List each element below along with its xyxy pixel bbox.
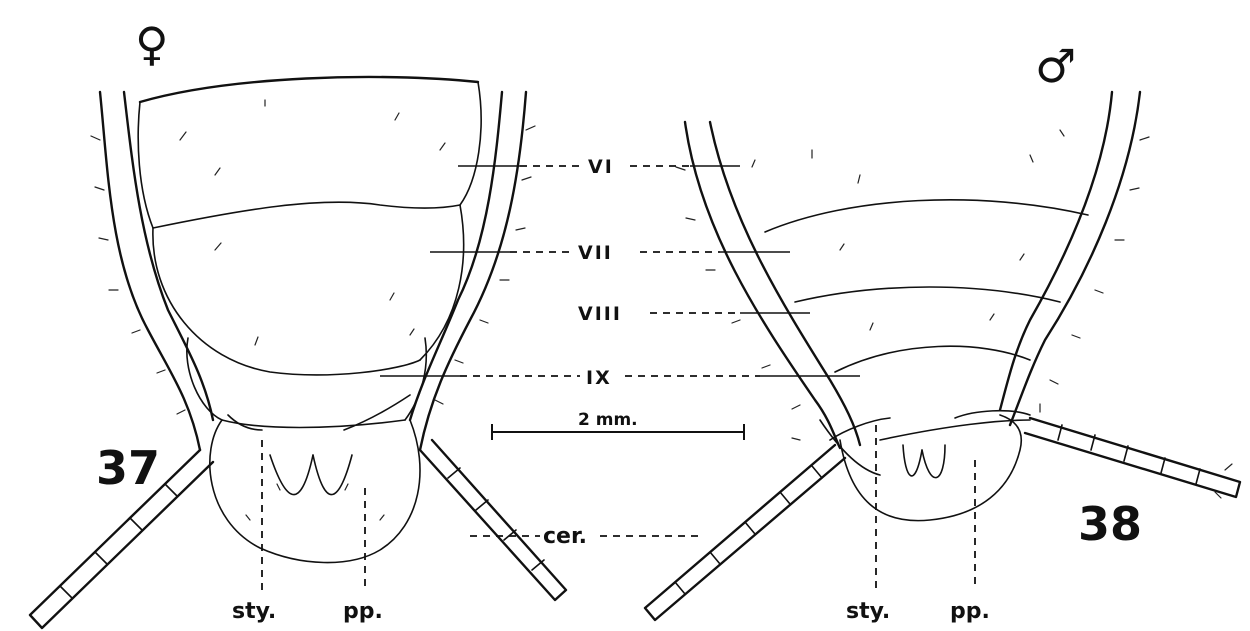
female-abdomen-drawing (30, 77, 566, 628)
female-symbol: ♀ (135, 17, 169, 71)
cercus-label: cer. (543, 524, 587, 549)
male-symbol: ♂ (1035, 39, 1076, 93)
segment-leaders (380, 166, 860, 376)
segment-label-vii: VII (578, 242, 613, 264)
figure-number-38: 38 (1078, 497, 1142, 551)
sty-label-right: sty. (846, 599, 890, 624)
segment-label-vi: VI (588, 156, 614, 178)
scale-bar-label: 2 mm. (578, 410, 638, 430)
sty-label-left: sty. (232, 599, 276, 624)
pp-label-left: pp. (343, 599, 383, 624)
male-abdomen-drawing (645, 92, 1240, 620)
pp-label-right: pp. (950, 599, 990, 624)
segment-label-viii: VIII (578, 303, 622, 325)
segment-label-ix: IX (586, 367, 612, 389)
figure-number-37: 37 (96, 441, 160, 495)
